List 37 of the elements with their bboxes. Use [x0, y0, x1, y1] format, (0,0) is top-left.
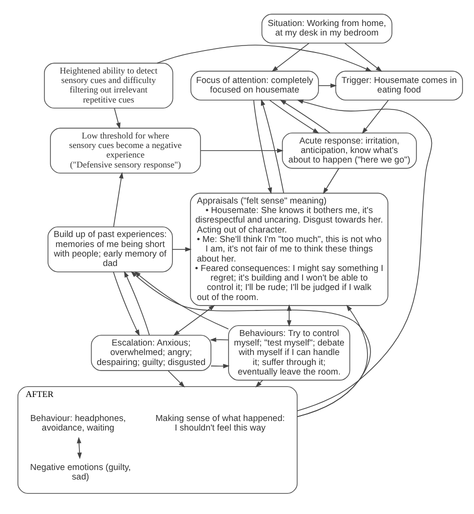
arrow [113, 172, 124, 228]
arrow [322, 168, 340, 194]
arrow [280, 100, 330, 134]
arrow [156, 44, 372, 72]
node-box: Escalation: Anxious; overwhelmed; angry; despairing; guilty; disgusted [90, 334, 212, 371]
arrow [272, 42, 310, 72]
node-text: Making sense of what happened: I shouldn't feel this way [155, 412, 285, 433]
arrow [260, 99, 284, 194]
node-box: Appraisals ("felt sense" meaning) • Housemate: She knows it bothers me, it's disrespectful and uncaring. Disgust towards her. Acting out of character. • Me: She'll think I'm "too much", this is not who I am, it's not fair of me to think these things about her. • Feared consequences: I might say something I regret; it's building and I won't be able to control it; I'll be rude; I'll be judged if I walk out of the room. [190, 192, 388, 306]
node-text: Behaviour: headphones, avoidance, waiting [30, 412, 126, 433]
node-box: Trigger: Housemate comes in eating food [335, 70, 463, 100]
arrow [296, 99, 432, 412]
node-box: Build up of past experiences: memories of me being short with people; early memory of dad [48, 226, 173, 272]
arrow [253, 100, 272, 194]
arrow [200, 148, 284, 153]
arrow [318, 83, 337, 88]
node-text: Negative emotions (guilty, sad) [30, 462, 131, 482]
arrow [113, 272, 140, 336]
arrow [168, 370, 185, 388]
arrow [344, 42, 382, 72]
node-box: Heightened ability to detect sensory cues and difficulty filtering out irrelevant repetitive cues [44, 62, 174, 109]
arrow [172, 247, 192, 252]
node-box: Situation: Working from home, at my desk in my bedroom [261, 14, 392, 44]
arrow [114, 108, 120, 130]
arrow [173, 304, 216, 336]
arrow [269, 100, 320, 134]
node-box: Acute response: irritation, anticipation, know what's about to happen ("here we go") [282, 132, 417, 169]
node-box: Low threshold for where sensory cues become a negative experience ("Defensive sensory response") [50, 128, 201, 174]
arrow [210, 337, 229, 342]
arrow [76, 436, 82, 460]
node-box: Behaviours: Try to control myself; "test myself"; debate with myself if I can handle it; suffer through it; eventually leave the room. [228, 325, 350, 381]
arrow [124, 270, 150, 336]
node-box: Focus of attention: completely focused on housemate [190, 70, 319, 100]
arrow [130, 271, 371, 418]
arrow [134, 271, 229, 330]
arrow [362, 100, 389, 134]
arrow [210, 364, 230, 368]
